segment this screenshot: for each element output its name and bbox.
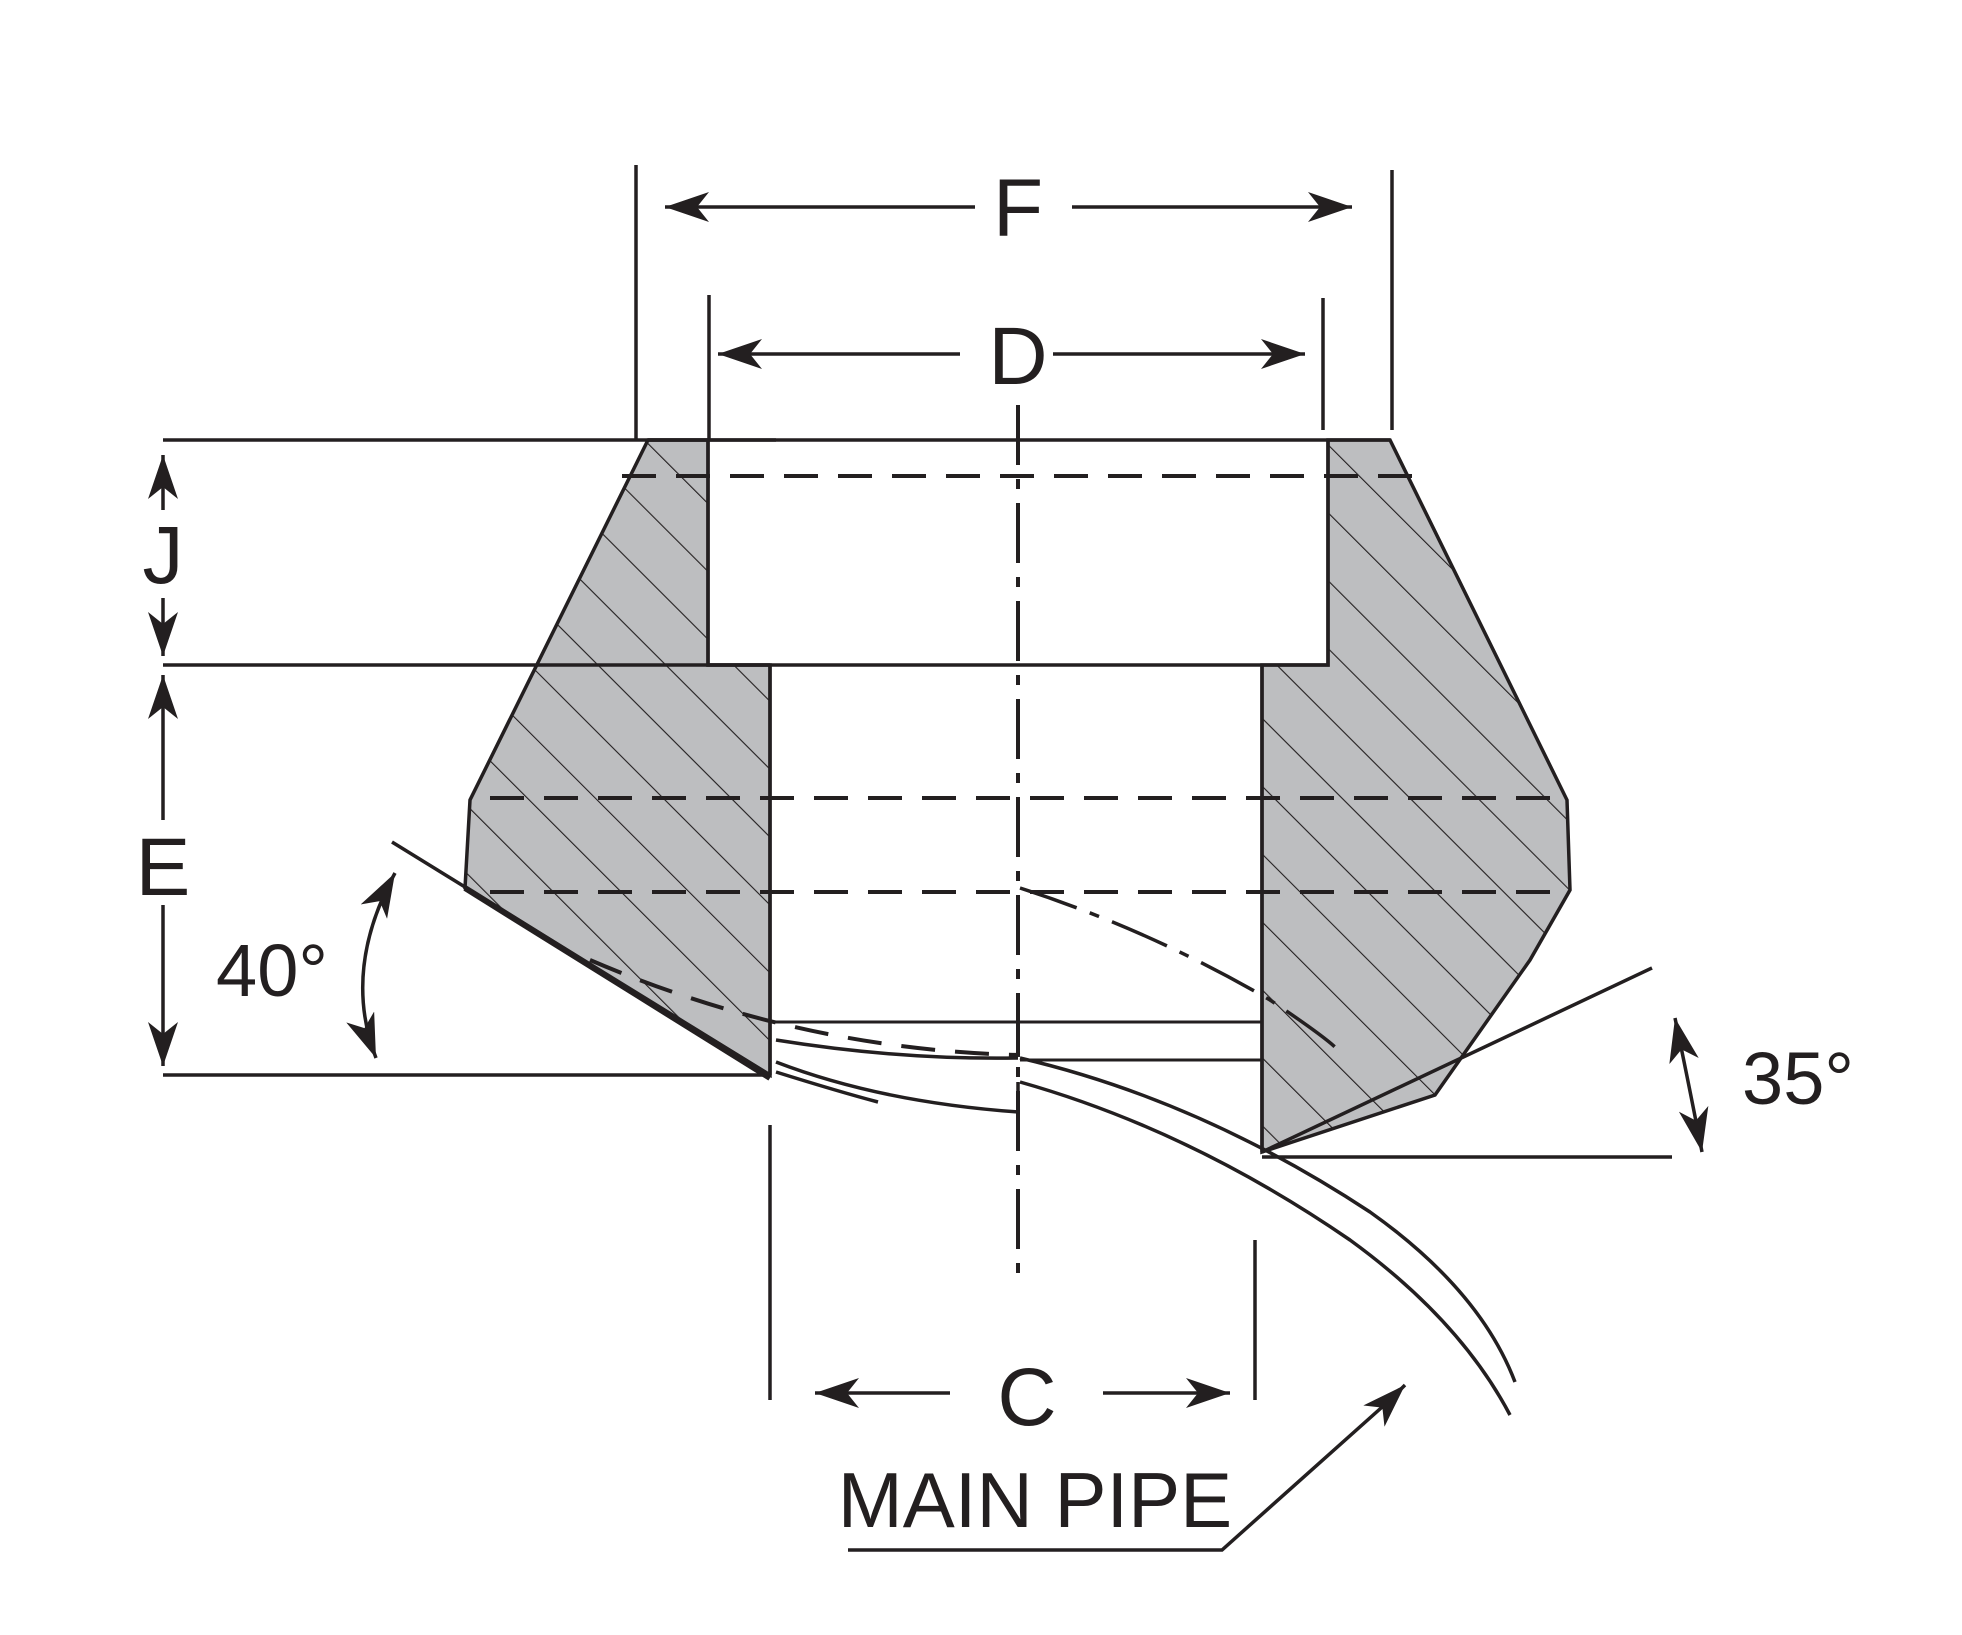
label-j: J	[143, 510, 184, 601]
label-angle-40: 40°	[216, 929, 328, 1012]
angle-arc-left	[346, 872, 397, 1059]
angle-arc-right	[1669, 1017, 1709, 1153]
label-e: E	[136, 822, 191, 913]
dimension-lines	[148, 192, 1709, 1552]
label-c: C	[997, 1352, 1056, 1443]
label-d: D	[988, 311, 1047, 402]
socket-bore-outline	[706, 440, 1330, 667]
main-pipe-leader	[848, 1383, 1407, 1552]
label-main-pipe: MAIN PIPE	[838, 1456, 1232, 1544]
extension-lines	[163, 165, 1672, 1400]
inner-curve-center	[1019, 886, 1342, 1054]
main-pipe	[775, 1038, 1517, 1416]
hidden-lines	[490, 474, 1567, 1057]
label-angle-35: 35°	[1742, 1037, 1854, 1120]
label-f: F	[993, 163, 1043, 254]
